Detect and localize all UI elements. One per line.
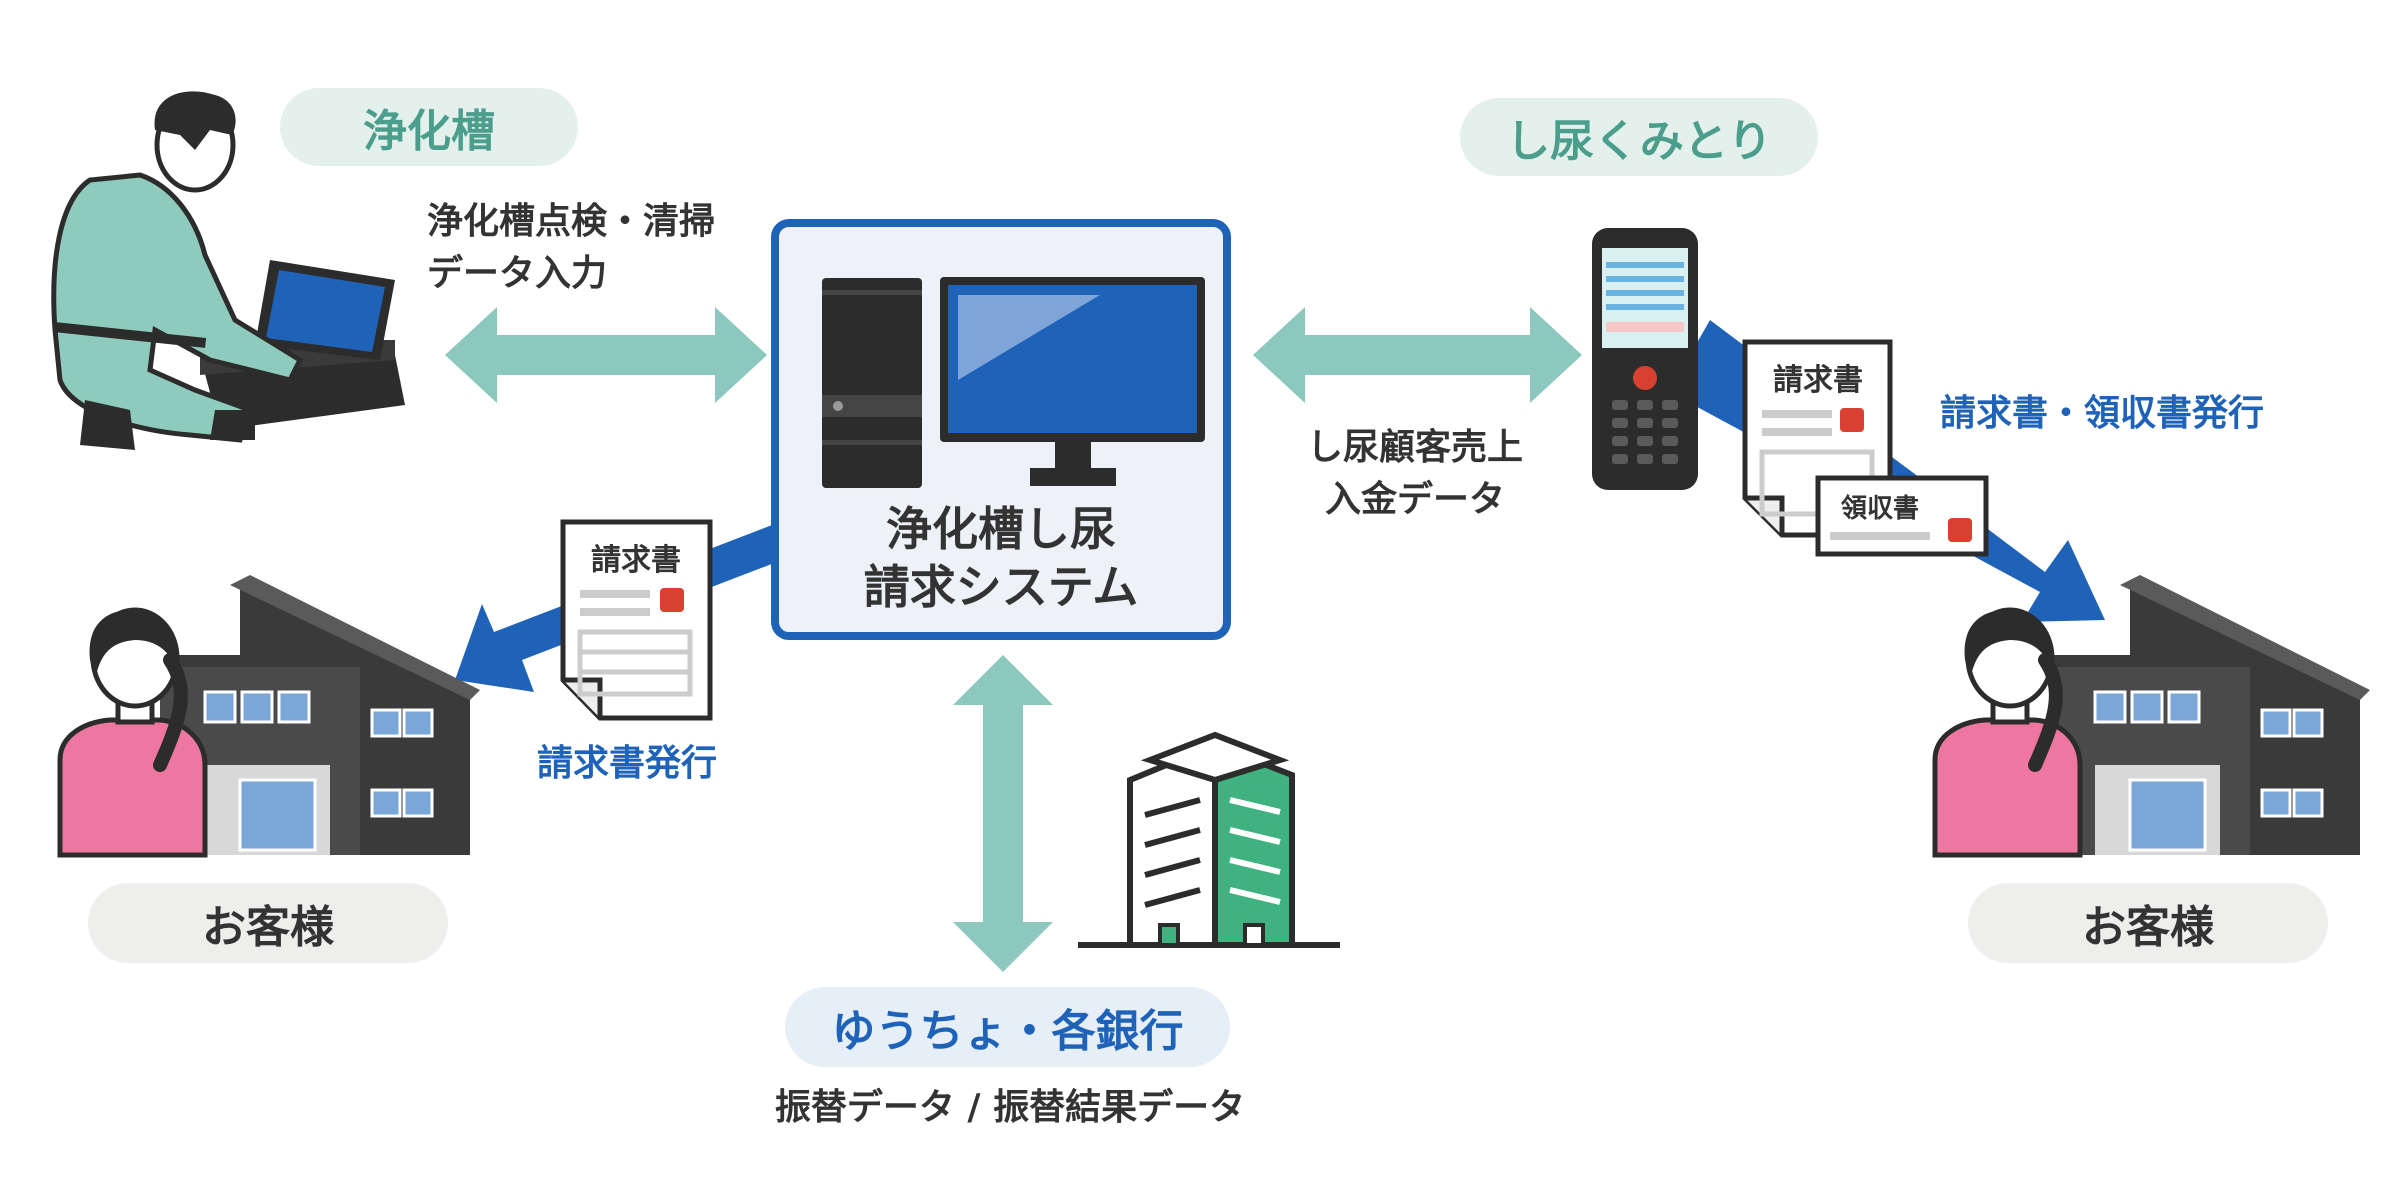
worker-with-laptop-icon — [51, 91, 405, 450]
bank-building-icon — [1078, 731, 1340, 948]
billing-system-box — [771, 219, 1231, 640]
arrow-sales-bidirectional — [1253, 307, 1582, 403]
billing-system-title: 浄化槽し尿 請求システム — [771, 500, 1231, 616]
billing-system-title-line1: 浄化槽し尿 — [886, 502, 1116, 556]
monitor-icon — [940, 277, 1205, 486]
customer-house-left-icon — [57, 575, 480, 858]
invoice-document-left-icon — [560, 519, 713, 721]
inspection-data-label: 浄化槽点検・清掃 データ入力 — [427, 196, 715, 300]
arrow-inspection-bidirectional — [445, 307, 767, 403]
sales-data-line1: し尿顧客売上 — [1306, 427, 1523, 468]
invoice-issue-label: 請求書発行 — [537, 743, 718, 784]
customer-right-label: お客様 — [1968, 883, 2328, 963]
invoice-doc-left-title: 請求書 — [591, 543, 681, 578]
shinyo-kumitori-label: し尿くみとり — [1460, 98, 1818, 176]
inspection-data-line2: データ入力 — [427, 253, 608, 294]
customer-house-right-icon — [1932, 575, 2370, 858]
receipt-document-icon — [1815, 475, 1989, 557]
jokaso-label: 浄化槽 — [280, 88, 578, 166]
invoice-receipt-issue-label: 請求書・領収書発行 — [1940, 393, 2265, 434]
arrow-bank-bidirectional — [953, 655, 1053, 972]
inspection-data-line1: 浄化槽点検・清掃 — [427, 201, 716, 242]
handheld-terminal-icon — [1592, 228, 1698, 490]
customer-left-label: お客様 — [88, 883, 448, 963]
receipt-doc-title: 領収書 — [1841, 493, 1919, 524]
billing-system-title-line2: 請求システム — [863, 560, 1139, 614]
transfer-data-label: 振替データ / 振替結果データ — [774, 1087, 1246, 1128]
bank-label: ゆうちょ・各銀行 — [785, 987, 1230, 1067]
invoice-doc-right-title: 請求書 — [1773, 363, 1863, 398]
sales-data-line2: 入金データ — [1324, 479, 1505, 520]
pc-tower-icon — [822, 278, 922, 488]
sales-data-label: し尿顧客売上 入金データ — [1290, 422, 1540, 526]
